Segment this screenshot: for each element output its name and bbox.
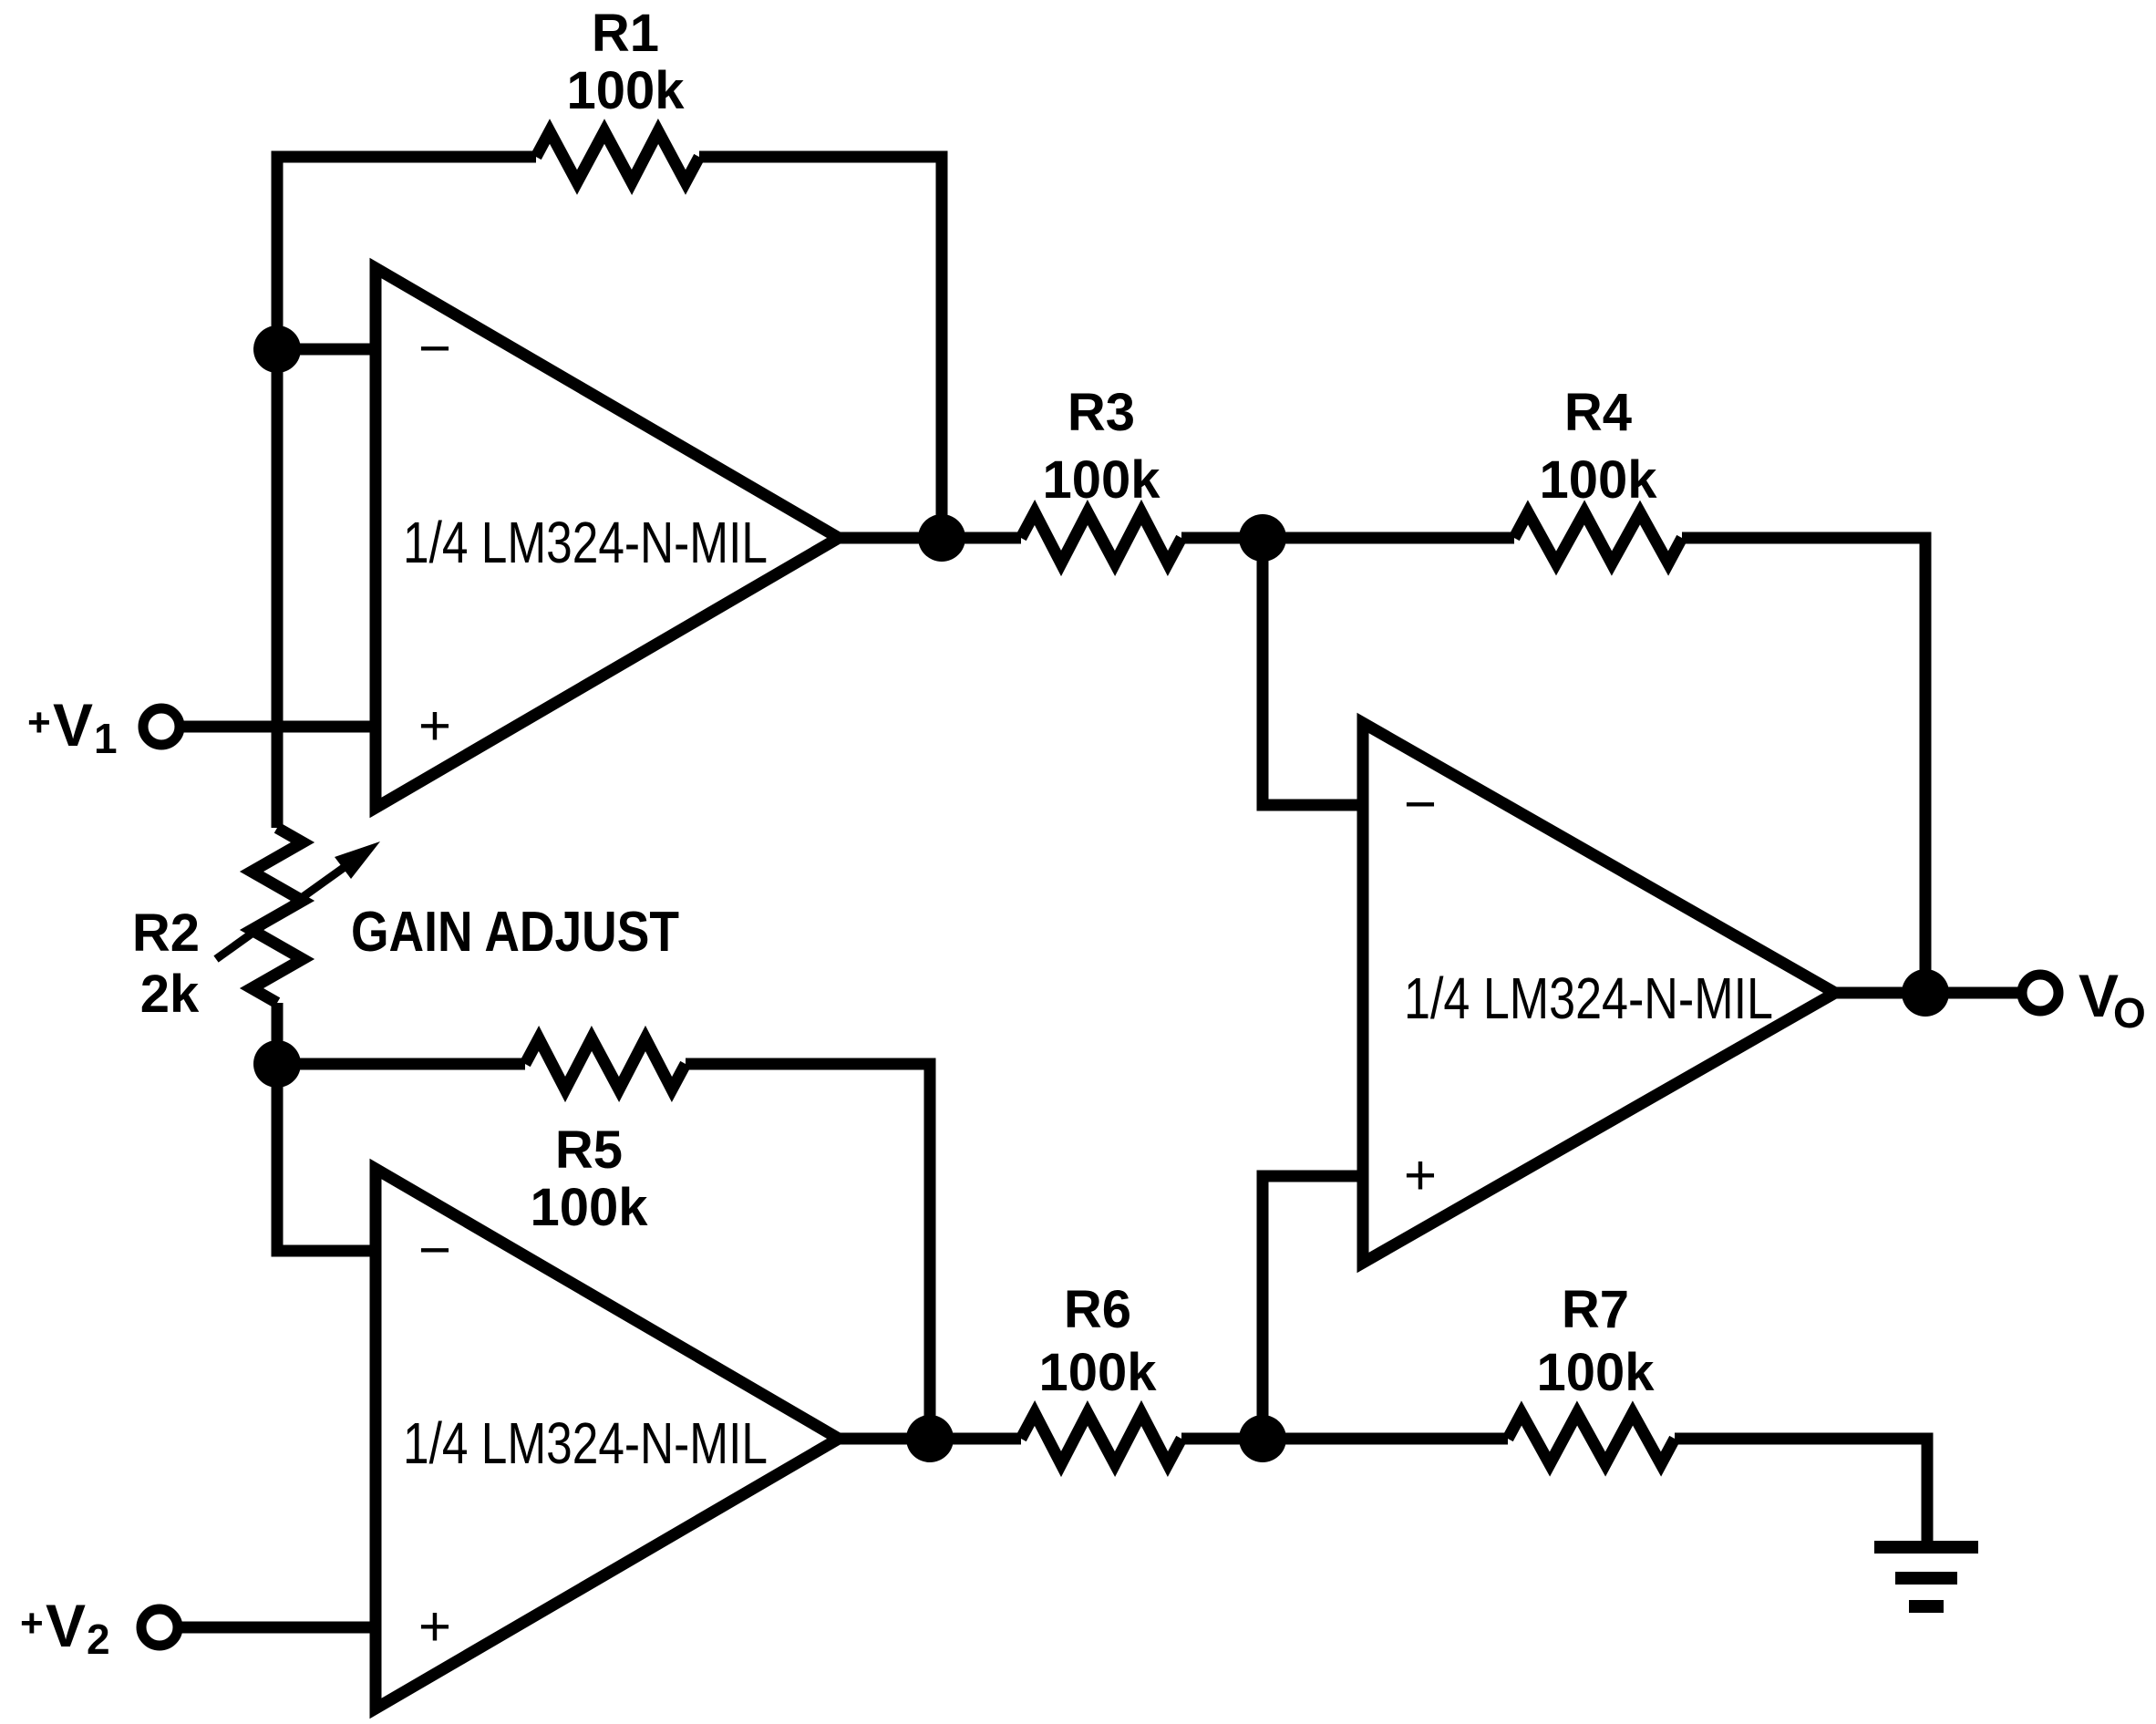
- resistor-r6-name: R6: [1064, 1280, 1131, 1339]
- wire-opamp3-noninverting: [1256, 1170, 1363, 1439]
- resistor-r4: R4 100k: [1509, 383, 1687, 576]
- terminal-vo-subscript: O: [2113, 989, 2146, 1037]
- resistor-r7-zigzag: [1502, 1400, 1680, 1477]
- gain-adjust-label: GAIN ADJUST: [351, 901, 679, 964]
- opamp-1-body: [369, 257, 851, 819]
- gain-adjust-arrow-head-icon: [335, 841, 380, 879]
- wire-feedback1-left: [271, 150, 536, 828]
- resistor-r5-zigzag: [520, 1025, 691, 1103]
- resistor-r2-name: R2: [132, 903, 200, 963]
- resistor-r6: R6 100k: [1016, 1280, 1187, 1478]
- opamp-1-noninverting-input-symbol: +: [418, 695, 451, 758]
- terminal-vo-circle: [2017, 969, 2064, 1017]
- terminal-vo-letter: V: [2079, 962, 2119, 1029]
- resistor-r7-name: R7: [1562, 1280, 1629, 1339]
- opamp-3-noninverting-input-symbol: +: [1404, 1144, 1437, 1207]
- resistor-r1-value: 100k: [566, 61, 685, 120]
- opamp-1-inverting-input-symbol: −: [418, 317, 451, 380]
- opamp-1-label: 1/4 LM324-N-MIL: [403, 510, 768, 575]
- resistor-r7-value: 100k: [1536, 1343, 1655, 1402]
- junction-dot-r3-r4: [1239, 514, 1286, 562]
- opamp-2-inverting-input-symbol: −: [418, 1219, 451, 1282]
- junction-dots: [253, 325, 1949, 1462]
- wire-feedback1-right: [699, 150, 948, 538]
- resistor-r4-value: 100k: [1539, 450, 1657, 510]
- resistor-r3-name: R3: [1068, 383, 1135, 442]
- terminal-v1-circle: [138, 703, 185, 750]
- wire-r4-feedback: [1682, 532, 1932, 993]
- resistor-r5-name: R5: [555, 1120, 623, 1180]
- opamp-3-body: [1357, 712, 1848, 1274]
- resistor-r5-value: 100k: [530, 1178, 648, 1237]
- terminal-v1-subscript: 1: [94, 715, 118, 762]
- terminal-v2-circle: [136, 1604, 183, 1651]
- resistor-r6-value: 100k: [1038, 1343, 1157, 1402]
- resistor-r3-zigzag: [1016, 499, 1187, 577]
- junction-dot-r6-r7: [1239, 1415, 1286, 1462]
- terminal-v1-sign: +: [27, 700, 51, 745]
- resistor-r2: R2 2k: [132, 822, 380, 1024]
- gain-adjust-arrow: [213, 841, 380, 963]
- resistor-r1-zigzag: [531, 119, 705, 195]
- opamp-2-label: 1/4 LM324-N-MIL: [403, 1410, 768, 1476]
- wire-opamp3-inverting: [1256, 538, 1363, 811]
- terminal-v1: + V 1: [27, 691, 185, 762]
- resistor-r3-value: 100k: [1042, 450, 1161, 510]
- terminal-v2-letter: V: [46, 1592, 86, 1659]
- junction-dot-opamp3-output: [1902, 969, 1949, 1017]
- opamp-1: − + 1/4 LM324-N-MIL: [369, 257, 851, 819]
- resistor-r4-name: R4: [1564, 383, 1632, 442]
- terminal-vo: V O: [2017, 962, 2146, 1037]
- terminal-v1-letter: V: [53, 691, 93, 759]
- junction-dot-opamp2-output: [906, 1415, 954, 1462]
- resistor-r6-zigzag: [1016, 1399, 1187, 1478]
- resistor-r4-zigzag: [1509, 500, 1687, 576]
- resistor-r5: R5 100k: [520, 1025, 691, 1237]
- opamp-3-label: 1/4 LM324-N-MIL: [1404, 965, 1773, 1031]
- gain-adjust-arrow-shaft: [213, 863, 347, 963]
- junction-dot-opamp1-inverting: [253, 325, 301, 373]
- terminal-v2: + V 2: [20, 1592, 183, 1663]
- terminal-v2-sign: +: [20, 1601, 44, 1646]
- opamp-3-inverting-input-symbol: −: [1404, 773, 1437, 836]
- resistor-r1-name: R1: [592, 4, 659, 63]
- opamp-2-noninverting-input-symbol: +: [418, 1595, 451, 1658]
- opamp-3: − + 1/4 LM324-N-MIL: [1357, 712, 1848, 1274]
- wire-feedback2-right: [686, 1058, 936, 1439]
- junction-dot-opamp1-output: [918, 514, 965, 562]
- wire-opamp2-inverting: [271, 1003, 376, 1257]
- resistor-r1: R1 100k: [531, 4, 705, 195]
- opamp-2-body: [369, 1158, 851, 1719]
- terminal-v2-subscript: 2: [87, 1616, 110, 1663]
- ground-symbol: [1874, 1541, 1978, 1613]
- opamp-2: − + 1/4 LM324-N-MIL: [369, 1158, 851, 1719]
- wire-r7-to-ground: [1675, 1432, 1934, 1547]
- resistor-r2-value: 2k: [140, 965, 200, 1024]
- junction-dot-r2-bottom: [253, 1040, 301, 1088]
- resistor-r3: R3 100k: [1016, 383, 1187, 577]
- resistor-r7: R7 100k: [1502, 1280, 1680, 1477]
